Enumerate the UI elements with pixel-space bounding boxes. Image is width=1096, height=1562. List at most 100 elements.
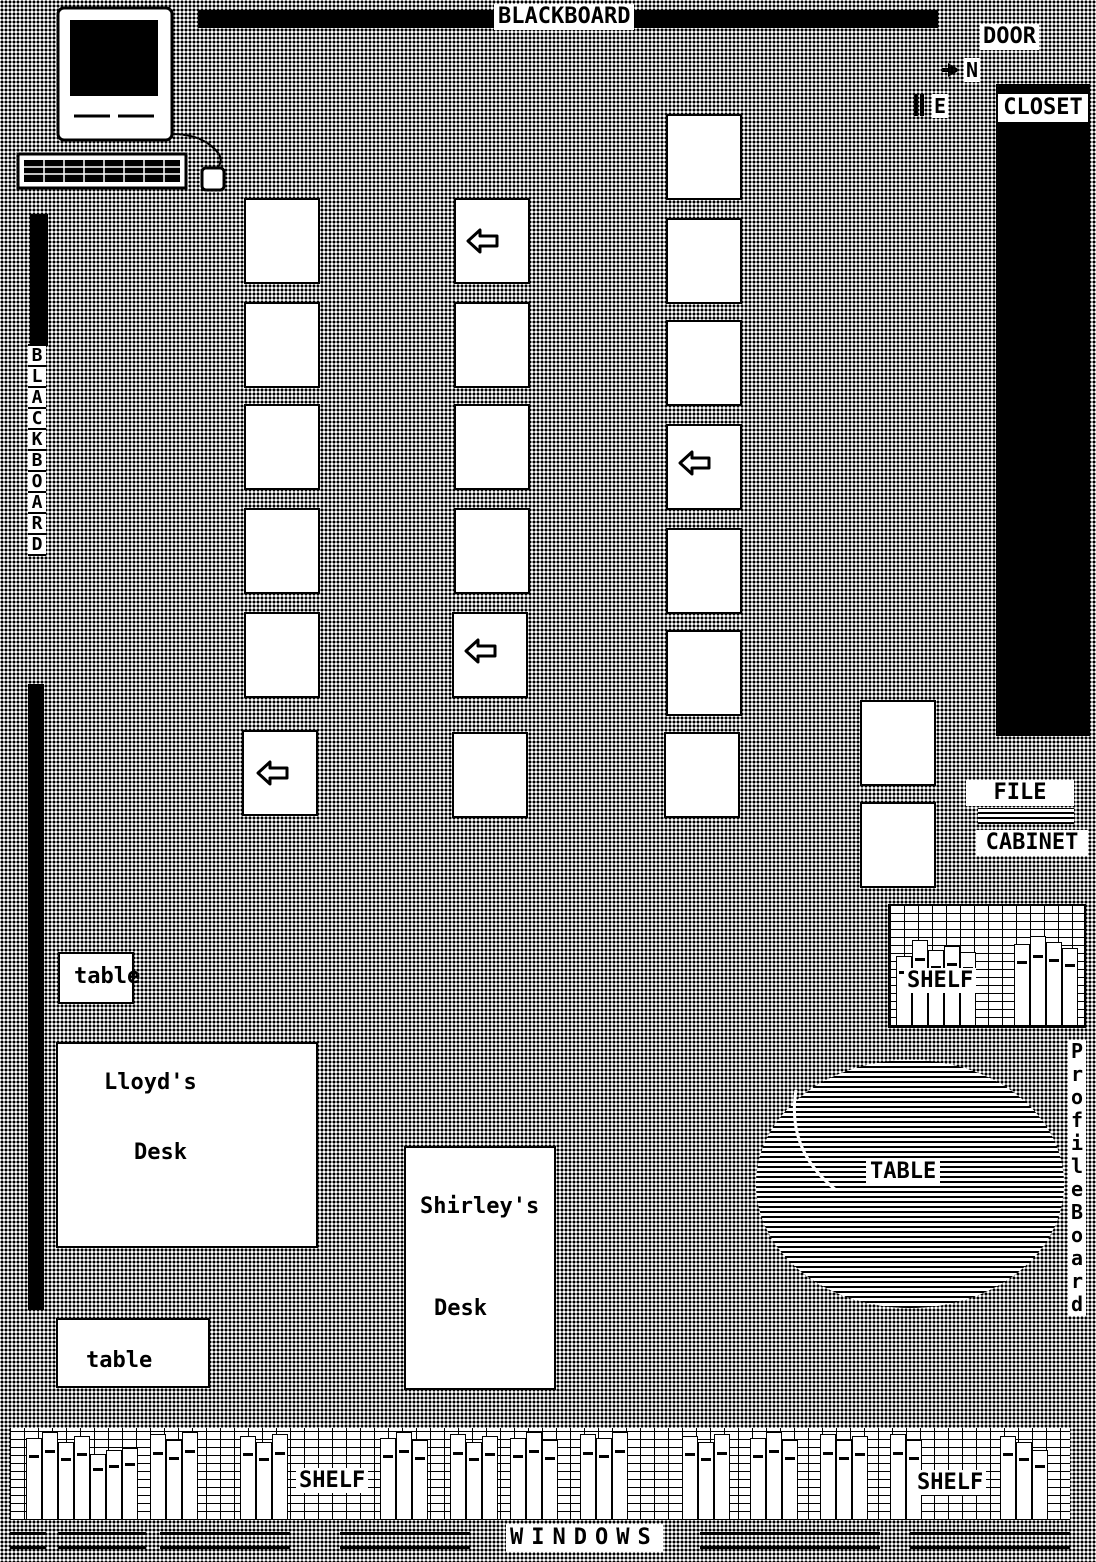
door-label[interactable]: DOOR <box>980 24 1039 50</box>
seat[interactable] <box>244 612 320 698</box>
seat[interactable] <box>244 302 320 388</box>
file-cabinet[interactable]: FILE CABINET <box>966 770 1088 864</box>
seat-occupied[interactable] <box>242 730 318 816</box>
blackboard-top-label: BLACKBOARD <box>494 4 635 30</box>
shelf-bottom-label-2: SHELF <box>914 1470 987 1495</box>
book-icon <box>526 1432 542 1520</box>
window-pane <box>700 1532 880 1535</box>
profile-board-letter: i <box>1068 1132 1086 1155</box>
small-table-lower[interactable]: table <box>56 1318 210 1388</box>
book-icon <box>150 1434 166 1520</box>
compass-north-icon <box>942 62 960 77</box>
compass-n-label: N <box>964 58 981 82</box>
seat[interactable] <box>666 630 742 716</box>
book-icon <box>58 1442 74 1520</box>
window-pane <box>340 1546 470 1549</box>
window-pane <box>160 1532 290 1535</box>
book-icon <box>482 1436 498 1520</box>
profile-board[interactable]: P r o f i l e B o a r d <box>1068 1040 1088 1316</box>
blackboard-letter: B <box>28 346 46 367</box>
book-icon <box>852 1436 868 1520</box>
book-icon <box>612 1432 628 1520</box>
seat-occupied[interactable] <box>666 424 742 510</box>
seat-occupied[interactable] <box>452 612 528 698</box>
profile-board-letter: a <box>1068 1247 1086 1270</box>
shelf-bottom-label-1: SHELF <box>296 1468 369 1493</box>
profile-board-letter: f <box>1068 1109 1086 1132</box>
seat[interactable] <box>454 302 530 388</box>
book-icon <box>890 1434 906 1520</box>
seat[interactable] <box>664 732 740 818</box>
book-icon <box>596 1438 612 1520</box>
book-icon <box>42 1432 58 1520</box>
round-table-highlight <box>792 1089 837 1192</box>
book-icon <box>272 1434 288 1520</box>
seat[interactable] <box>860 700 936 786</box>
book-icon <box>542 1440 558 1520</box>
file-cabinet-line2: CABINET <box>976 830 1088 856</box>
book-icon <box>412 1440 428 1520</box>
book-icon <box>1030 936 1046 1026</box>
seat[interactable] <box>454 404 530 490</box>
book-icon <box>698 1442 714 1520</box>
book-icon <box>90 1454 106 1520</box>
book-icon <box>256 1442 272 1520</box>
window-pane <box>910 1546 1070 1549</box>
book-icon <box>240 1436 256 1520</box>
seat[interactable] <box>666 218 742 304</box>
book-icon <box>1046 942 1062 1026</box>
seat[interactable] <box>244 404 320 490</box>
seat[interactable] <box>244 508 320 594</box>
blackboard-letter: C <box>28 409 46 430</box>
lloyd-desk-label: Desk <box>134 1140 187 1165</box>
window-pane <box>10 1546 46 1549</box>
book-icon <box>466 1442 482 1520</box>
book-icon <box>106 1450 122 1520</box>
window-pane <box>700 1546 880 1549</box>
book-icon <box>782 1440 798 1520</box>
window-pane <box>160 1546 290 1549</box>
window-pane <box>58 1532 146 1535</box>
blackboard-letter: A <box>28 493 46 514</box>
left-arrow-icon <box>464 638 497 664</box>
seat[interactable] <box>860 802 936 888</box>
blackboard-letter: O <box>28 472 46 493</box>
blackboard-letter: L <box>28 367 46 388</box>
closet[interactable] <box>996 84 1090 736</box>
shelf-bottom[interactable]: SHELF SHELF <box>10 1428 1070 1520</box>
seat[interactable] <box>666 114 742 200</box>
seat[interactable] <box>454 508 530 594</box>
window-pane <box>910 1532 1070 1535</box>
lloyd-desk-name: Lloyd's <box>104 1070 197 1095</box>
blackboard-letter: D <box>28 535 46 556</box>
compass-e-label: E <box>932 94 949 118</box>
shirley-desk[interactable]: Shirley's Desk <box>404 1146 556 1390</box>
book-icon <box>580 1434 596 1520</box>
book-icon <box>1014 944 1030 1026</box>
seat[interactable] <box>244 198 320 284</box>
profile-board-letter: d <box>1068 1293 1086 1316</box>
blackboard-left-lower <box>28 684 44 1310</box>
small-table-upper[interactable]: table <box>58 952 140 1004</box>
seat[interactable] <box>666 320 742 406</box>
compass-east-icon <box>912 94 926 116</box>
book-icon <box>682 1436 698 1520</box>
seat-occupied[interactable] <box>454 198 530 284</box>
book-icon <box>1062 948 1078 1026</box>
left-arrow-icon <box>466 228 499 254</box>
shelf-right[interactable]: SHELF <box>888 904 1086 1028</box>
round-table-label: TABLE <box>866 1158 941 1186</box>
blackboard-letter: R <box>28 514 46 535</box>
book-icon <box>1016 1442 1032 1520</box>
windows-wall: WINDOWS <box>10 1522 1080 1556</box>
blackboard-left-upper <box>30 214 48 344</box>
seat[interactable] <box>452 732 528 818</box>
round-table[interactable]: TABLE <box>756 1060 1064 1308</box>
blackboard-left-letters: B L A C K B O A R D <box>28 344 48 556</box>
profile-board-letter: P <box>1068 1040 1086 1063</box>
book-icon <box>450 1434 466 1520</box>
lloyd-desk[interactable]: Lloyd's Desk <box>56 1042 318 1248</box>
book-icon <box>122 1448 138 1520</box>
seat[interactable] <box>666 528 742 614</box>
computer[interactable] <box>14 4 229 194</box>
